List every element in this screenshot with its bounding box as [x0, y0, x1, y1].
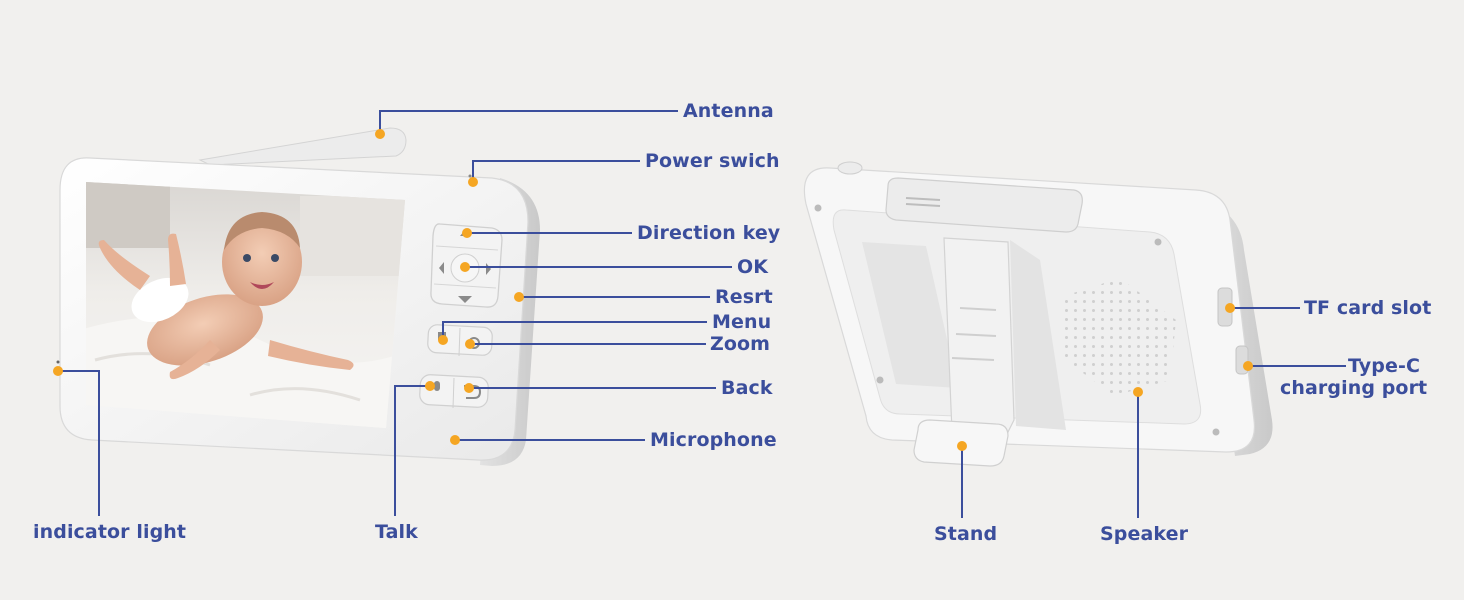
dot-antenna [375, 129, 385, 139]
label-power-switch: Power swich [645, 150, 780, 172]
monitor-back [803, 161, 1273, 467]
label-type-c: Type-C charging port [1280, 355, 1428, 399]
label-antenna: Antenna [683, 100, 774, 122]
dot-zoom [465, 339, 475, 349]
dot-microphone [450, 435, 460, 445]
label-type-c-line2: charging port [1280, 377, 1428, 399]
label-direction-key: Direction key [637, 222, 781, 244]
leader-lines [58, 110, 1346, 518]
label-microphone: Microphone [650, 429, 777, 451]
label-menu: Menu [712, 311, 772, 333]
baby-photo [86, 182, 405, 428]
label-tf-card-slot: TF card slot [1304, 297, 1432, 319]
callout-dots [53, 129, 1253, 451]
dot-type-c [1243, 361, 1253, 371]
label-ok: OK [737, 256, 769, 278]
dot-back [464, 383, 474, 393]
label-indicator-light: indicator light [33, 521, 187, 543]
dot-stand [957, 441, 967, 451]
label-zoom: Zoom [710, 333, 771, 355]
leader-antenna [379, 110, 678, 134]
label-reset: Resrt [715, 286, 773, 308]
dot-ok [460, 262, 470, 272]
leader-menu [442, 321, 707, 340]
dot-power-switch [468, 177, 478, 187]
dot-reset [514, 292, 524, 302]
dot-speaker [1133, 387, 1143, 397]
leader-power-switch [472, 160, 640, 182]
label-speaker: Speaker [1100, 523, 1189, 545]
dot-tf-card [1225, 303, 1235, 313]
leader-talk [394, 385, 430, 516]
leader-indicator-light [58, 370, 100, 516]
label-stand: Stand [934, 523, 998, 545]
dot-talk [425, 381, 435, 391]
monitor-front [56, 127, 540, 466]
dot-indicator-light [53, 366, 63, 376]
dot-direction-key [462, 228, 472, 238]
label-type-c-line1: Type-C [1347, 355, 1420, 377]
label-back: Back [721, 377, 773, 399]
dot-menu [438, 335, 448, 345]
label-talk: Talk [375, 521, 418, 543]
